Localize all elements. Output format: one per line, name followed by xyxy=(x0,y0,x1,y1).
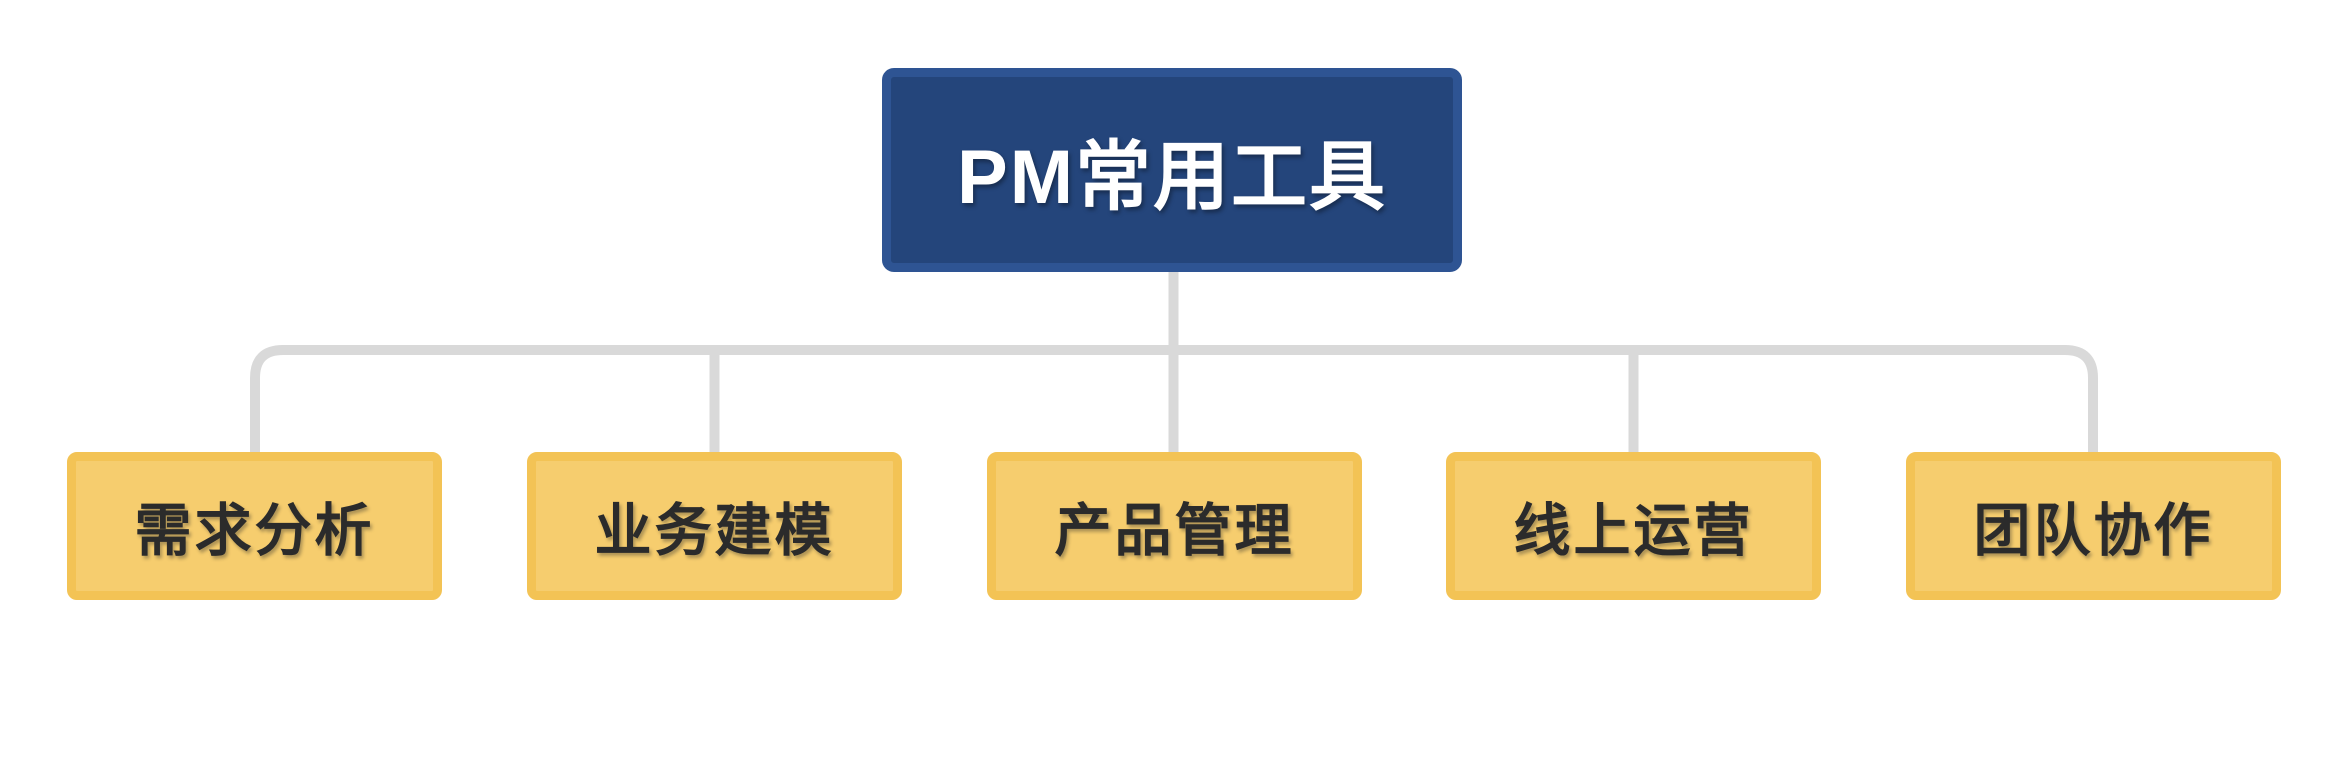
child-node-label: 需求分析 xyxy=(134,499,375,563)
child-node-label: 产品管理 xyxy=(1054,499,1295,563)
root-node[interactable]: PM常用工具 xyxy=(882,68,1462,272)
child-node-team-collaboration[interactable]: 团队协作 xyxy=(1906,452,2281,600)
child-node-product-management[interactable]: 产品管理 xyxy=(987,452,1362,600)
child-node-requirements-analysis[interactable]: 需求分析 xyxy=(67,452,442,600)
child-node-business-modeling[interactable]: 业务建模 xyxy=(527,452,902,600)
child-node-online-operations[interactable]: 线上运营 xyxy=(1446,452,1821,600)
child-node-label: 业务建模 xyxy=(594,499,835,563)
child-node-label: 线上运营 xyxy=(1513,499,1754,563)
child-node-label: 团队协作 xyxy=(1973,499,2214,563)
root-node-label: PM常用工具 xyxy=(957,135,1387,220)
